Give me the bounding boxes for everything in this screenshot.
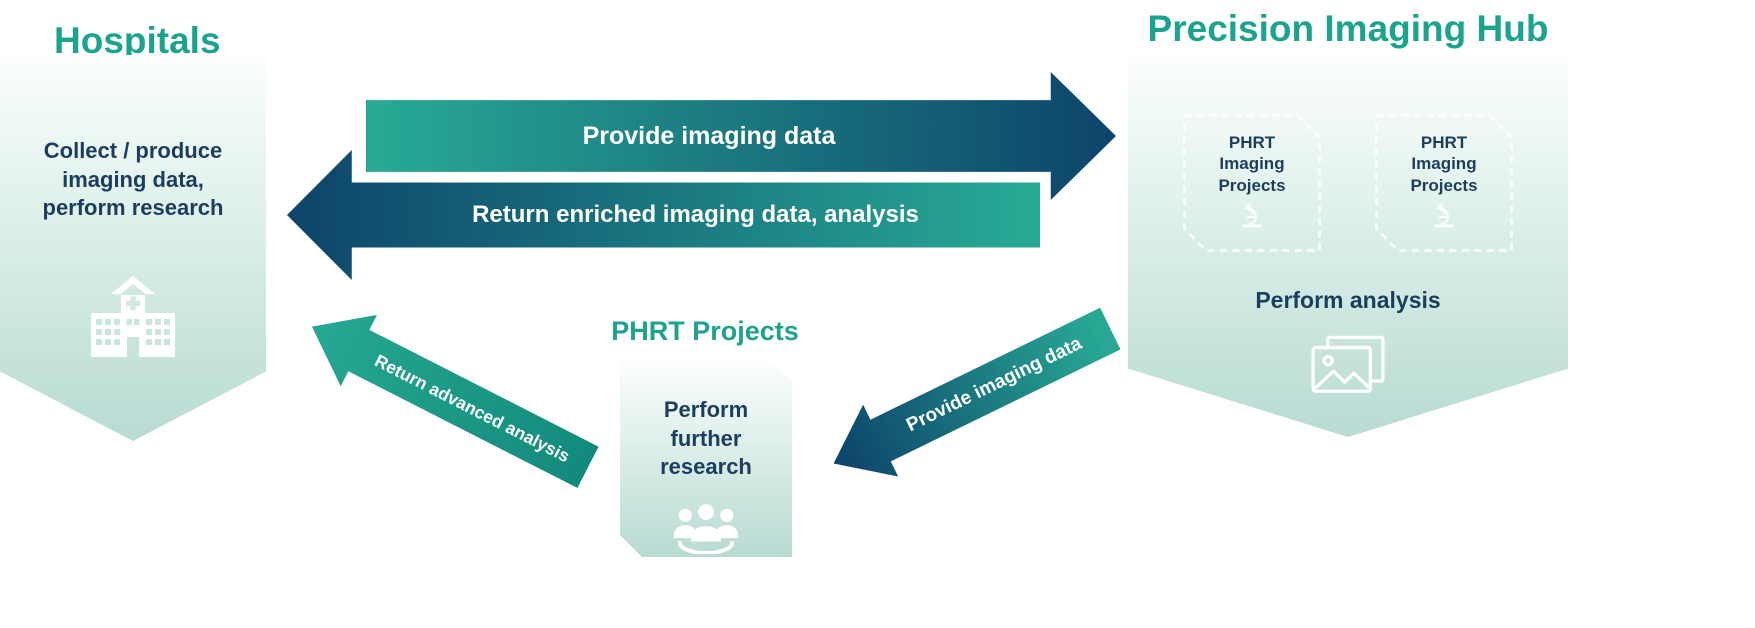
arrow-label: Provide imaging data: [582, 121, 836, 150]
hospital-icon: [81, 269, 185, 364]
hospitals-description: Collect / produce imaging data, perform …: [42, 138, 224, 221]
phrt-projects-title: PHRT Projects: [611, 316, 799, 346]
perform-analysis-label: Perform analysis: [1255, 287, 1441, 313]
project-box-label: PHRT Imaging Projects: [1410, 133, 1478, 195]
arrow-label: Return enriched imaging data, analysis: [472, 201, 919, 228]
phrt-projects-description: Perform further research: [660, 397, 752, 480]
imaging-hub-title: Precision Imaging Hub: [1147, 8, 1549, 49]
arrow-provide-imaging-data-diagonal: Provide imaging data: [816, 293, 1128, 500]
arrow-label: Provide imaging data: [903, 333, 1086, 437]
dashed-border: [1375, 114, 1513, 252]
phrt-projects-panel: Perform further research: [620, 360, 792, 557]
arrow-label: Return advanced analysis: [371, 349, 574, 466]
imaging-hub-panel: PHRT Imaging Projects: [1128, 57, 1568, 437]
arrow-provide-imaging-data: Provide imaging data: [366, 72, 1116, 200]
hospitals-panel: Collect / produce imaging data, perform …: [0, 55, 266, 441]
people-icon: [669, 500, 743, 559]
microscope-icon: [1239, 203, 1265, 234]
dashed-border: [1183, 114, 1321, 252]
project-box-label: PHRT Imaging Projects: [1218, 133, 1286, 195]
photos-icon: [1307, 334, 1389, 403]
imaging-project-row: PHRT Imaging Projects: [1183, 114, 1513, 252]
microscope-icon: [1431, 203, 1457, 234]
phrt-imaging-project-box: PHRT Imaging Projects: [1183, 114, 1321, 252]
hospitals-title: Hospitals: [54, 20, 221, 61]
phrt-imaging-project-box: PHRT Imaging Projects: [1375, 114, 1513, 252]
